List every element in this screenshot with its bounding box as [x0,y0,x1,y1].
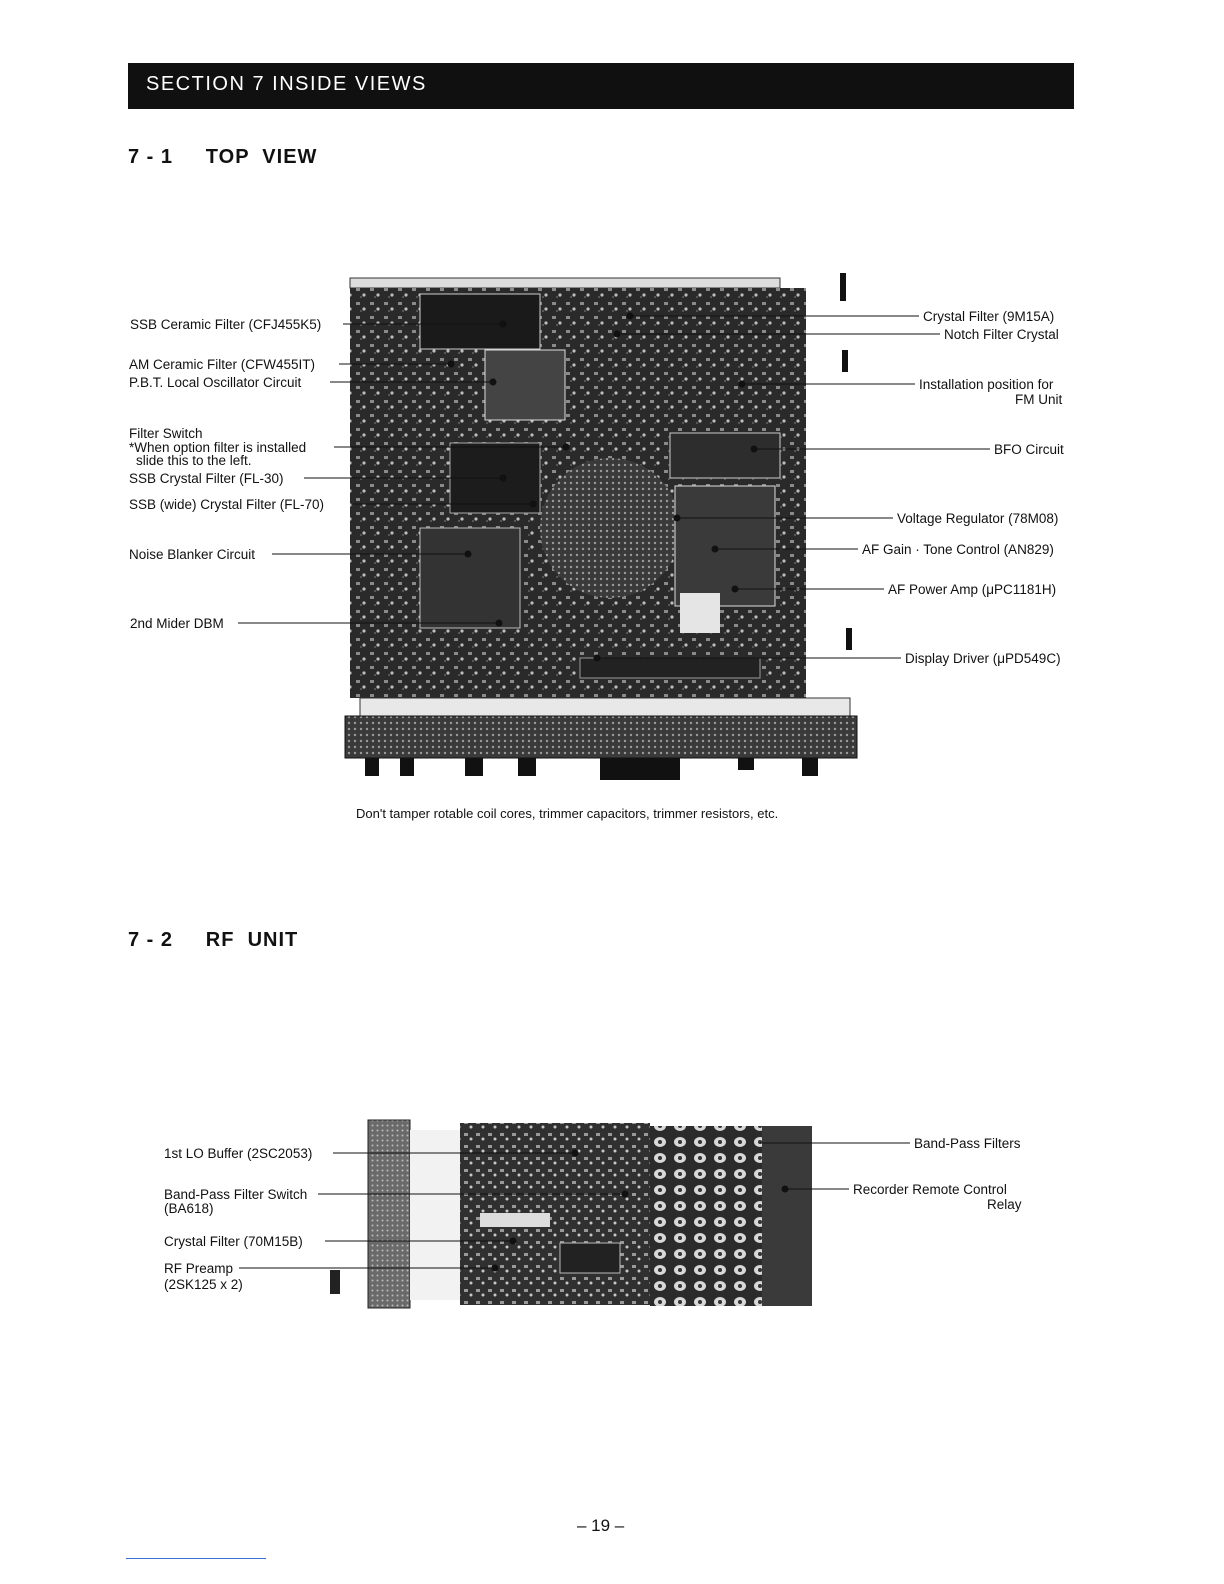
label-recorder-remote-control: Recorder Remote Control [853,1182,1007,1197]
section-banner-title: SECTION 7 INSIDE VIEWS [146,73,427,95]
section-banner: SECTION 7 INSIDE VIEWS [128,63,1074,109]
label-rf-preamp: RF Preamp [164,1261,234,1276]
label-relay: Relay [987,1197,1022,1212]
page-number: – 19 – [577,1516,625,1535]
rf-unit-heading: 7 - 2 RF UNIT [128,929,299,951]
label-voltage-regulator: Voltage Regulator (78M08) [897,511,1059,526]
label-noise-blanker: Noise Blanker Circuit [129,547,256,562]
label-filter-switch-note-2: slide this to the left. [136,453,252,468]
label-bpf-switch-part: (BA618) [164,1201,214,1216]
label-2nd-mixer-dbm: 2nd Mider DBM [130,616,224,631]
label-bfo-circuit: BFO Circuit [994,442,1064,457]
label-filter-switch-note: *When option filter is installed [129,440,307,455]
label-fm-unit: FM Unit [1015,392,1063,407]
label-af-gain-tone-control: AF Gain · Tone Control (AN829) [862,542,1054,557]
label-bpf-switch: Band-Pass Filter Switch [164,1187,308,1202]
label-rf-preamp-part: (2SK125 x 2) [164,1277,243,1292]
label-ssb-ceramic-filter: SSB Ceramic Filter (CFJ455K5) [130,317,322,332]
label-pbt-local-oscillator: P.B.T. Local Oscillator Circuit [129,375,302,390]
top-view-heading: 7 - 1 TOP VIEW [128,146,318,168]
label-ssb-wide-crystal-filter: SSB (wide) Crystal Filter (FL-70) [129,497,325,512]
label-fm-unit-position: Installation position for [919,377,1054,392]
footer-rule [126,1558,266,1559]
top-view-caption: Don't tamper rotable coil cores, trimmer… [356,806,779,821]
label-crystal-filter-9m15a: Crystal Filter (9M15A) [923,309,1055,324]
label-notch-filter-crystal: Notch Filter Crystal [944,327,1059,342]
label-af-power-amp: AF Power Amp (μPC1181H) [888,582,1057,597]
label-band-pass-filters: Band-Pass Filters [914,1136,1021,1151]
label-am-ceramic-filter: AM Ceramic Filter (CFW455IT) [129,357,316,372]
label-display-driver: Display Driver (μPD549C) [905,651,1061,666]
label-ssb-crystal-filter: SSB Crystal Filter (FL-30) [129,471,284,486]
label-crystal-filter-70m15b: Crystal Filter (70M15B) [164,1234,303,1249]
label-1st-lo-buffer: 1st LO Buffer (2SC2053) [164,1146,313,1161]
label-filter-switch: Filter Switch [129,426,203,441]
